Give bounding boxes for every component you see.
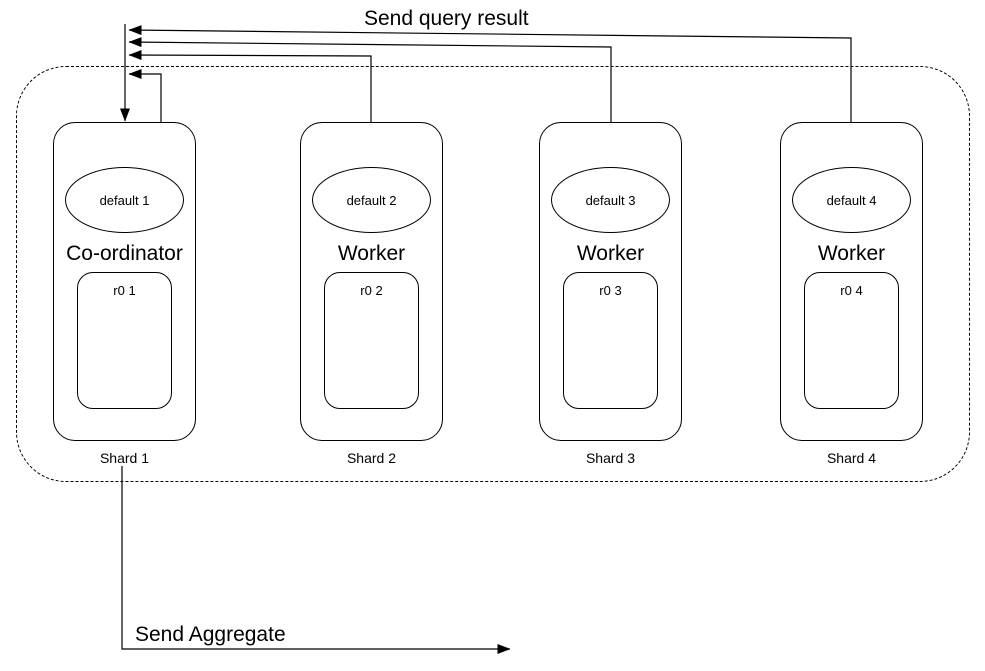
shard-1-caption: Shard 1: [99, 450, 150, 466]
shard-4-default-label: default 4: [826, 192, 877, 208]
shard-1-role-label: Co-ordinator: [66, 242, 183, 265]
shard-4-default-ellipse: default 4: [792, 167, 911, 233]
shard-4-node: default 4 Worker r0 4 Shard 4: [780, 122, 923, 466]
shard-4-replica-box: r0 4: [804, 272, 899, 409]
shard-2-replica-label: r0 2: [360, 283, 383, 298]
shard-1-replica-box: r0 1: [77, 272, 172, 409]
send-aggregate-label: Send Aggregate: [135, 623, 286, 646]
shard-4-box: default 4 Worker r0 4: [780, 122, 923, 441]
shard-1-node: default 1 Co-ordinator r0 1 Shard 1: [53, 122, 196, 466]
shard-3-replica-label: r0 3: [599, 283, 622, 298]
shard-2-role-label: Worker: [337, 242, 406, 265]
shard-2-caption: Shard 2: [346, 450, 397, 466]
shard-3-box: default 3 Worker r0 3: [539, 122, 682, 441]
shard-3-caption: Shard 3: [585, 450, 636, 466]
shard-1-default-label: default 1: [99, 192, 150, 208]
shard-1-replica-label: r0 1: [113, 283, 136, 298]
send-query-result-label: Send query result: [364, 7, 529, 30]
shard-2-default-label: default 2: [346, 192, 397, 208]
shard-4-caption: Shard 4: [826, 450, 877, 466]
shard-4-role-label: Worker: [817, 242, 886, 265]
shard-3-role-label: Worker: [576, 242, 645, 265]
shard-3-default-label: default 3: [585, 192, 636, 208]
shard-3-replica-box: r0 3: [563, 272, 658, 409]
shard-1-box: default 1 Co-ordinator r0 1: [53, 122, 196, 441]
shard-1-default-ellipse: default 1: [65, 167, 184, 233]
shard-2-box: default 2 Worker r0 2: [300, 122, 443, 441]
shard-2-replica-box: r0 2: [324, 272, 419, 409]
shard-3-node: default 3 Worker r0 3 Shard 3: [539, 122, 682, 466]
shard-2-default-ellipse: default 2: [312, 167, 431, 233]
shard-2-node: default 2 Worker r0 2 Shard 2: [300, 122, 443, 466]
shard-3-default-ellipse: default 3: [551, 167, 670, 233]
shard-4-replica-label: r0 4: [840, 283, 863, 298]
